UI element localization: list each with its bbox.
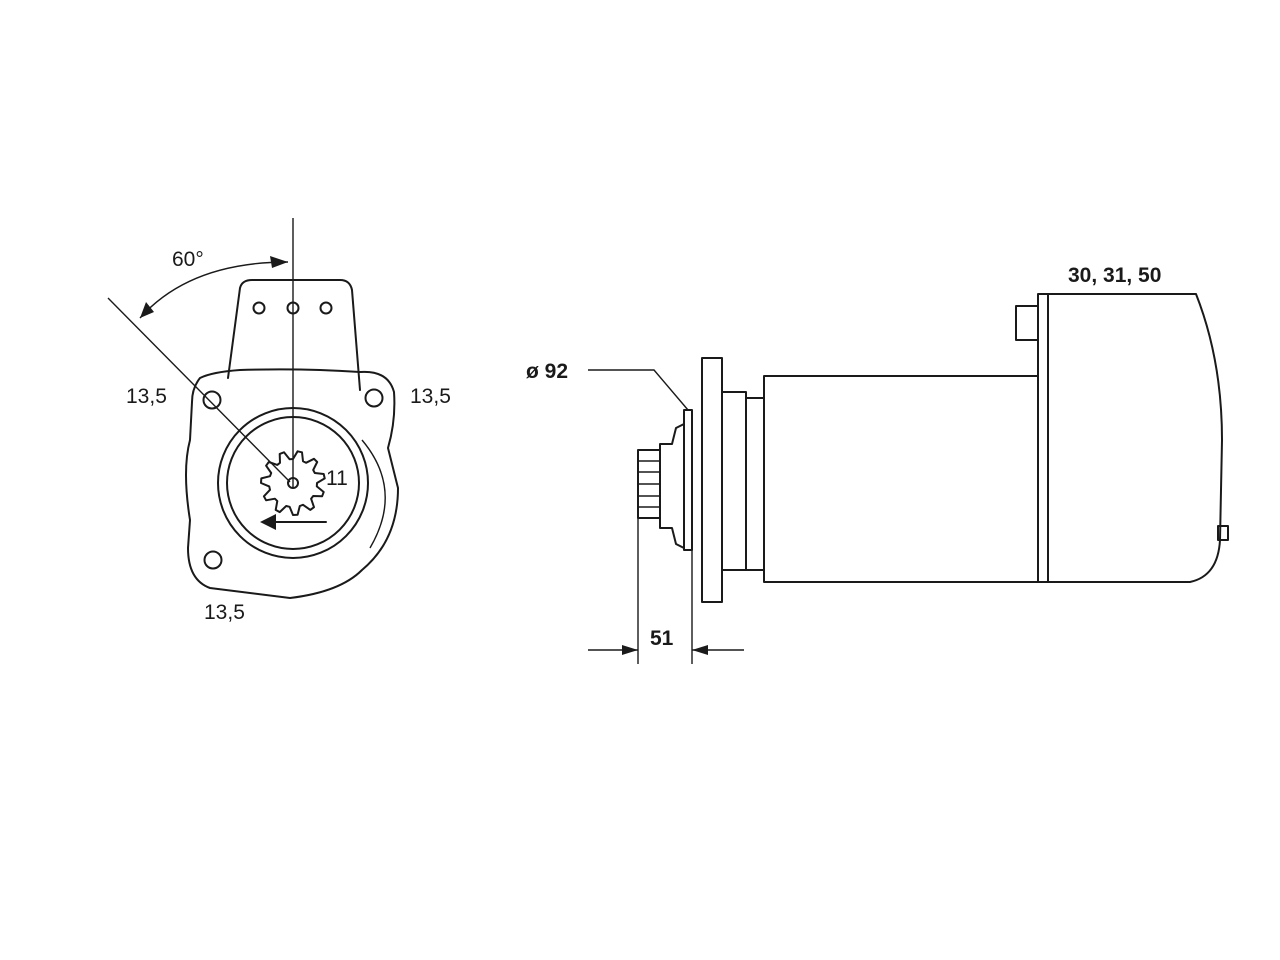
rotation-arrow-head xyxy=(260,514,276,530)
angle-label: 60° xyxy=(172,248,204,271)
angle-arc xyxy=(139,261,289,319)
teeth-label: 11 xyxy=(326,467,348,490)
hole-right-label: 13,5 xyxy=(410,385,451,408)
tab-hole-3 xyxy=(319,301,333,315)
hole-left xyxy=(202,390,222,410)
hole-bottom xyxy=(203,550,223,570)
dimension-arrow-right xyxy=(692,645,708,655)
angle-arrow-tail xyxy=(140,302,154,318)
side-view: ø 92 30, 31, 50 51 xyxy=(526,264,1229,664)
housing-inner-circle xyxy=(226,416,360,550)
tab-hole-2 xyxy=(286,301,300,315)
tab-hole-1 xyxy=(252,301,266,315)
side-solenoid-housing xyxy=(1037,293,1049,583)
housing-outer-circle xyxy=(217,407,369,559)
top-mounting-tab xyxy=(227,279,361,391)
pinion-center xyxy=(287,477,299,489)
diameter-label: ø 92 xyxy=(526,360,568,383)
flange-inner-edge xyxy=(361,439,386,549)
front-view: 60° 13,5 13,5 13,5 11 xyxy=(107,218,451,624)
side-mounting-flange xyxy=(701,357,723,603)
side-housing-ring-inner xyxy=(745,397,765,571)
side-housing-ring xyxy=(721,391,747,571)
hole-right xyxy=(364,388,384,408)
diameter-leader-line xyxy=(588,369,689,411)
side-nose-ring xyxy=(683,409,693,551)
side-rear-stud xyxy=(1217,525,1229,541)
pinion-gear xyxy=(260,450,326,516)
side-motor-body xyxy=(763,375,1039,583)
hole-bottom-label: 13,5 xyxy=(204,601,245,624)
dimension-label: 51 xyxy=(650,627,674,650)
side-nose xyxy=(659,423,685,549)
side-terminal-block xyxy=(1015,305,1039,341)
flange-outline xyxy=(185,368,399,599)
side-end-cap xyxy=(1047,293,1223,583)
angle-arrow-head xyxy=(270,256,288,268)
terminals-label: 30, 31, 50 xyxy=(1068,264,1161,287)
angled-axis-line xyxy=(107,297,291,483)
hole-left-label: 13,5 xyxy=(126,385,167,408)
dimension-arrow-left xyxy=(622,645,638,655)
